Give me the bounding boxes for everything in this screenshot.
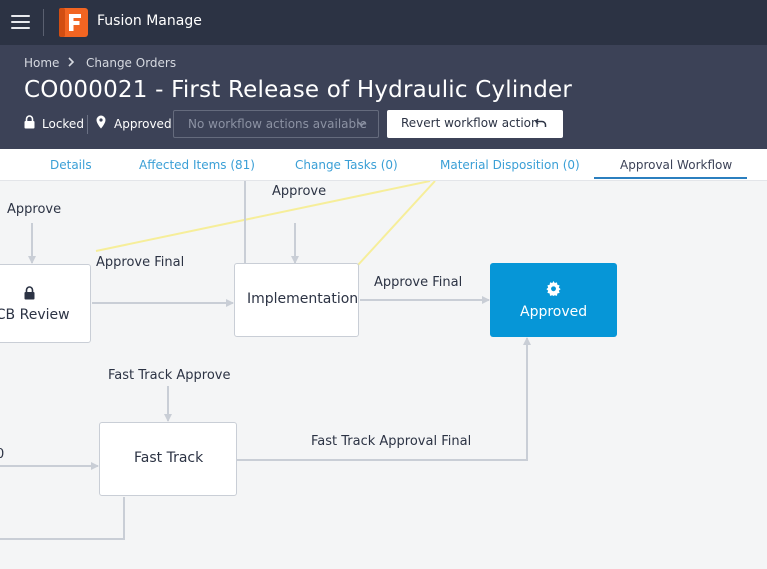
- node-label: Approved: [520, 304, 588, 320]
- highlight-line: [357, 181, 436, 266]
- breadcrumb-home[interactable]: Home: [24, 56, 60, 70]
- node-label: Fast Track: [134, 450, 204, 466]
- connector-line: [0, 497, 125, 540]
- tab-material-disposition[interactable]: Material Disposition (0): [440, 158, 580, 172]
- workflow-actions-dropdown[interactable]: No workflow actions available: [173, 110, 379, 138]
- transition-label-fast-track-approval-final[interactable]: Fast Track Approval Final: [311, 434, 472, 449]
- transition-label-fast-track-approve[interactable]: Fast Track Approve: [108, 368, 231, 383]
- workflow-node-ccb-review[interactable]: CCB Review: [0, 264, 91, 343]
- tab-affected-items[interactable]: Affected Items (81): [139, 158, 255, 172]
- lock-icon: [24, 286, 35, 300]
- highlight-line: [95, 181, 431, 252]
- tab-approval-workflow[interactable]: Approval Workflow: [620, 158, 733, 172]
- workflow-node-approved[interactable]: Approved: [490, 263, 617, 337]
- topbar-divider: [43, 9, 44, 36]
- workflow-connectors: [0, 181, 531, 540]
- transition-label-approve-final[interactable]: Approve Final: [374, 275, 463, 290]
- node-label: CCB Review: [0, 307, 70, 323]
- revert-workflow-button[interactable]: Revert workflow action: [387, 110, 563, 138]
- connector-arrow: [237, 337, 531, 461]
- active-tab-indicator: [594, 177, 747, 179]
- app-topbar: Fusion Manage: [0, 0, 767, 45]
- page-title: CO000021 - First Release of Hydraulic Cy…: [24, 77, 573, 103]
- transition-label-approve-final[interactable]: Approve Final: [96, 255, 185, 270]
- chevron-down-icon: [357, 121, 366, 127]
- tab-change-tasks[interactable]: Change Tasks (0): [295, 158, 398, 172]
- workflow-canvas[interactable]: CCB Review Implementation Approved Fast …: [0, 181, 767, 569]
- fusion-logo-icon: [59, 8, 88, 37]
- status-divider: [87, 115, 88, 134]
- tab-bar: Details Affected Items (81) Change Tasks…: [0, 149, 767, 181]
- workflow-actions-placeholder: No workflow actions available: [188, 117, 367, 131]
- gear-icon: [546, 281, 561, 296]
- item-header: [0, 45, 767, 149]
- transition-label-partial[interactable]: 0: [0, 447, 5, 462]
- location-pin-icon: [96, 115, 106, 129]
- breadcrumb-change-orders[interactable]: Change Orders: [86, 56, 177, 70]
- workflow-node-fast-track[interactable]: Fast Track: [99, 422, 237, 496]
- chevron-right-icon: [68, 57, 75, 67]
- hamburger-menu-icon[interactable]: [11, 15, 30, 30]
- undo-icon: [535, 118, 547, 127]
- transition-label-approve[interactable]: Approve: [272, 184, 327, 199]
- transition-label-approve[interactable]: Approve: [7, 202, 62, 217]
- lock-icon: [24, 115, 35, 129]
- revert-workflow-label: Revert workflow action: [401, 116, 539, 130]
- tab-details[interactable]: Details: [50, 158, 92, 172]
- workflow-state-label: Approved: [114, 117, 172, 131]
- node-label: Implementation: [247, 291, 359, 307]
- workflow-node-implementation[interactable]: Implementation: [234, 263, 359, 337]
- lock-status-label: Locked: [42, 117, 84, 131]
- app-title[interactable]: Fusion Manage: [97, 13, 202, 29]
